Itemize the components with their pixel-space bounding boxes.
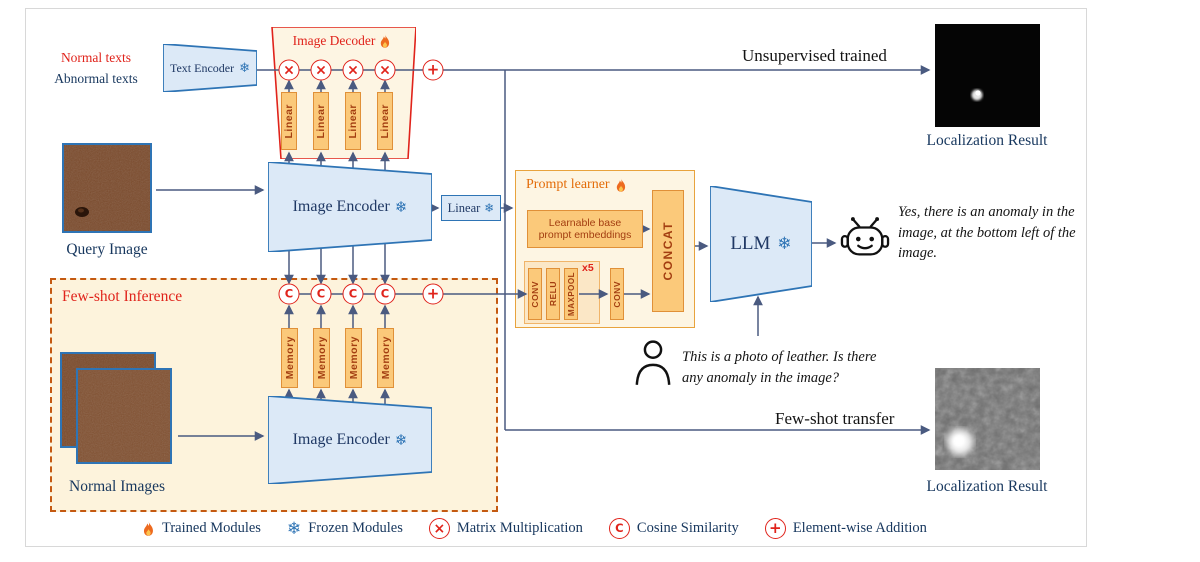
- memory-1-label: Memory: [283, 336, 296, 380]
- relu-box: RELU: [546, 268, 560, 320]
- query-image: [62, 143, 152, 233]
- repeat-x5-label: x5: [582, 262, 594, 274]
- legend-cosine: C Cosine Similarity: [608, 518, 739, 539]
- text-inputs: Normal texts Abnormal texts: [34, 48, 158, 90]
- image-encoder-top-label: Image Encoder: [292, 198, 390, 215]
- memory-bank-3: Memory: [345, 328, 362, 388]
- legend-trained: Trained Modules: [142, 520, 261, 537]
- image-encoder-bottom-label: Image Encoder: [292, 431, 390, 448]
- query-image-label: Query Image: [66, 241, 148, 258]
- unsupervised-trained-label: Unsupervised trained: [742, 46, 887, 65]
- linear-projection: Linear ❄: [441, 195, 501, 221]
- decoder-linear-3-label: Linear: [347, 103, 359, 139]
- prompt-learner-title-text: Prompt learner: [526, 177, 610, 192]
- llm-block: LLM ❄: [710, 186, 812, 302]
- text-encoder-label: Text Encoder: [169, 60, 235, 75]
- legend-addition: + Element-wise Addition: [764, 518, 927, 539]
- normal-texts-label: Normal texts: [60, 50, 132, 65]
- snowflake-icon: ❄: [777, 234, 792, 254]
- conv2-label: CONV: [612, 280, 622, 308]
- maxpool-label: MAXPOOL: [566, 272, 576, 316]
- concat-label: CONCAT: [661, 221, 675, 281]
- matmul-icon: ×: [278, 59, 300, 81]
- addition-icon: +: [764, 518, 786, 539]
- decoder-linear-3: Linear: [345, 92, 361, 150]
- image-encoder-bottom: Image Encoder ❄: [268, 396, 432, 484]
- matmul-icon: ×: [374, 59, 396, 81]
- decoder-linear-2: Linear: [313, 92, 329, 150]
- decoder-linear-1: Linear: [281, 92, 297, 150]
- cosine-icon: C: [310, 283, 332, 305]
- memory-4-label: Memory: [379, 336, 392, 380]
- conv1-box: CONV: [528, 268, 542, 320]
- memory-bank-1: Memory: [281, 328, 298, 388]
- memory-bank-4: Memory: [377, 328, 394, 388]
- memory-3-label: Memory: [347, 336, 360, 380]
- addition-icon: +: [422, 59, 444, 81]
- matmul-icon: ×: [310, 59, 332, 81]
- decoder-linear-1-label: Linear: [283, 103, 295, 139]
- normal-images-label: Normal Images: [69, 478, 165, 495]
- flame-icon: [381, 34, 390, 48]
- learnable-prompt-embeddings: Learnable base prompt embeddings: [527, 210, 643, 248]
- normal-image-front: [76, 368, 172, 464]
- image-encoder-top: Image Encoder ❄: [268, 162, 432, 252]
- image-decoder-title-text: Image Decoder: [292, 33, 376, 48]
- relu-label: RELU: [548, 281, 558, 307]
- decoder-linear-2-label: Linear: [315, 103, 327, 139]
- legend-frozen-label: Frozen Modules: [308, 520, 403, 536]
- addition-icon: +: [422, 283, 444, 305]
- matmul-icon: ×: [428, 518, 450, 539]
- snowflake-icon: ❄: [394, 431, 408, 449]
- decoder-linear-4: Linear: [377, 92, 393, 150]
- memory-2-label: Memory: [315, 336, 328, 380]
- abnormal-texts-label: Abnormal texts: [54, 70, 138, 86]
- localization-result-top-label: Localization Result: [926, 132, 1048, 149]
- llm-label: LLM: [730, 233, 771, 254]
- robot-icon: [840, 216, 890, 264]
- matmul-icon: ×: [342, 59, 364, 81]
- flame-icon: [616, 178, 625, 192]
- user-prompt-text: This is a photo of leather. Is there any…: [682, 349, 877, 386]
- legend-matmul: × Matrix Multiplication: [428, 518, 583, 539]
- few-shot-inference-title: Few-shot Inference: [62, 288, 183, 305]
- prompt-learner-title: Prompt learner: [526, 177, 627, 193]
- decoder-linear-4-label: Linear: [379, 103, 391, 139]
- legend-addition-label: Element-wise Addition: [792, 520, 927, 536]
- maxpool-box: MAXPOOL: [564, 268, 578, 320]
- cosine-icon: C: [342, 283, 364, 305]
- localization-result-bottom-label: Localization Result: [926, 478, 1048, 495]
- memory-bank-2: Memory: [313, 328, 330, 388]
- snowflake-icon: ❄: [286, 518, 302, 539]
- flame-icon: [143, 521, 153, 536]
- snowflake-icon: ❄: [239, 60, 251, 76]
- cosine-icon: C: [374, 283, 396, 305]
- assistant-reply-text: Yes, there is an anomaly in the image, a…: [898, 204, 1076, 262]
- legend-matmul-label: Matrix Multiplication: [456, 520, 583, 536]
- linear-projection-label: Linear: [447, 200, 481, 215]
- legend-cosine-label: Cosine Similarity: [636, 520, 739, 536]
- cosine-icon: C: [278, 283, 300, 305]
- localization-result-bottom-image: [935, 368, 1040, 470]
- conv1-label: CONV: [530, 280, 540, 308]
- figure-frame: [25, 8, 1087, 547]
- snowflake-icon: ❄: [484, 201, 495, 215]
- legend-trained-label: Trained Modules: [162, 520, 261, 536]
- conv2-box: CONV: [610, 268, 624, 320]
- legend: Trained Modules ❄ Frozen Modules × Matri…: [142, 518, 927, 539]
- localization-result-top-image: [935, 24, 1040, 127]
- cosine-icon: C: [608, 518, 630, 539]
- user-icon: [634, 338, 672, 388]
- snowflake-icon: ❄: [394, 198, 408, 216]
- few-shot-transfer-label: Few-shot transfer: [775, 409, 895, 428]
- text-encoder: Text Encoder ❄: [163, 44, 257, 92]
- legend-frozen: ❄ Frozen Modules: [287, 519, 403, 539]
- concat-box: CONCAT: [652, 190, 684, 312]
- image-decoder-title: Image Decoder: [268, 33, 416, 49]
